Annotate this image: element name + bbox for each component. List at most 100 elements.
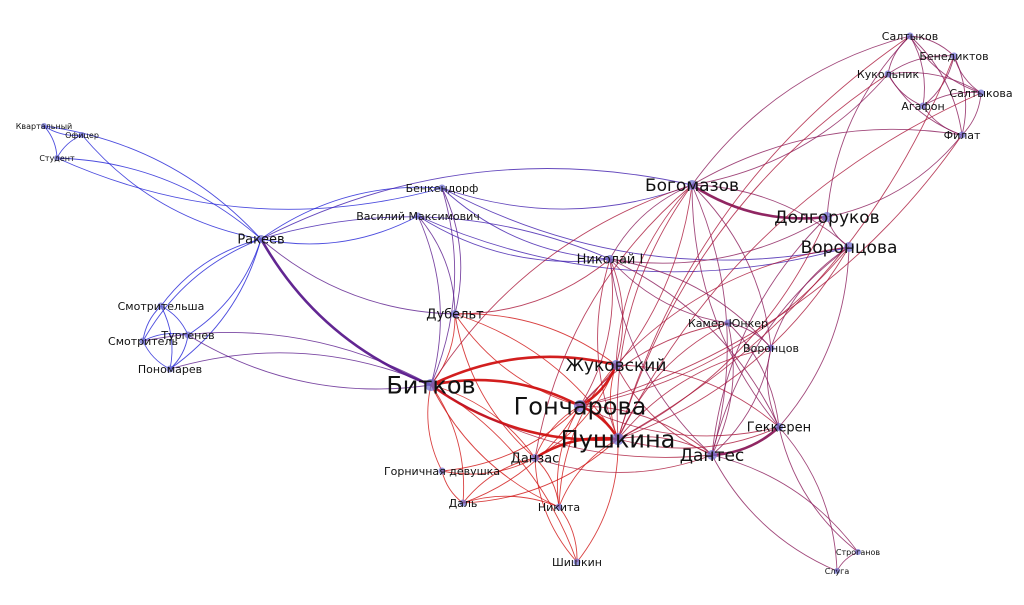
node-label: Ракеев bbox=[237, 233, 284, 248]
node-oficer: Офицер bbox=[65, 131, 99, 140]
edge-bogomazov-danzas bbox=[534, 184, 693, 459]
edge-vasily-nikolai bbox=[417, 215, 611, 262]
node-label: Долгоруков bbox=[774, 208, 879, 228]
edge-ponomarev-bitkov bbox=[169, 352, 432, 386]
node-dolgorukov: Долгоруков bbox=[774, 208, 879, 228]
edge-benediktov-pushkina bbox=[617, 55, 955, 440]
node-label: Дубельт bbox=[426, 308, 484, 323]
node-pushkina: Пушкина bbox=[561, 425, 676, 453]
edge-dantes-stroganov bbox=[711, 454, 859, 553]
edge-pushkina-danzas bbox=[534, 436, 619, 460]
edge-benkendorf-nikolai bbox=[441, 187, 611, 260]
edge-benediktov-kukolnik bbox=[887, 55, 955, 75]
edge-gekkeren-stroganov bbox=[778, 426, 859, 553]
node-dot bbox=[822, 212, 832, 222]
edge-danzas-dal bbox=[462, 457, 536, 504]
edge-dantes-gekkeren bbox=[711, 426, 780, 457]
edge-dubelt-goncharova bbox=[454, 313, 581, 407]
edge-goncharova-nikita bbox=[556, 405, 581, 508]
node-goncharova: Гончарова bbox=[514, 392, 647, 420]
edge-student-benkendorf bbox=[56, 157, 443, 210]
edge-goncharova-gekkeren bbox=[579, 405, 780, 437]
edge-bogomazov-filat bbox=[691, 128, 963, 186]
edge-kvartalny-student bbox=[43, 125, 58, 159]
edge-danzas-nikita bbox=[534, 457, 560, 508]
node-label: Тургенев bbox=[160, 329, 214, 342]
node-dantes: Дантес bbox=[680, 446, 745, 466]
edge-nikolai-kamerjunker bbox=[609, 258, 729, 324]
edge-bitkov-bogomazov bbox=[430, 184, 693, 386]
edge-bitkov-goncharova bbox=[430, 378, 581, 408]
edge-rakeev-smotritelsha bbox=[160, 238, 262, 307]
node-dot bbox=[139, 337, 147, 345]
node-sluga: Слуга bbox=[825, 567, 850, 576]
node-dot bbox=[950, 52, 958, 60]
node-label: Гончарова bbox=[514, 392, 647, 420]
node-dot bbox=[844, 242, 854, 252]
edge-filat-goncharova bbox=[579, 134, 963, 407]
edge-bogomazov-gekkeren bbox=[691, 184, 780, 428]
node-dot bbox=[606, 255, 614, 263]
node-kvartalny: Квартальный bbox=[16, 122, 73, 131]
edge-zhukovsky-pushkina bbox=[609, 364, 619, 440]
node-benediktov: Бенедиктов bbox=[919, 50, 988, 63]
edge-vorontsov-gekkeren bbox=[766, 347, 780, 428]
node-dal: Даль bbox=[449, 497, 478, 510]
node-label: Воронцов bbox=[743, 342, 799, 355]
node-label: Даль bbox=[449, 497, 478, 510]
edge-nikita-dal bbox=[462, 495, 560, 508]
node-smotritel: Смотритель bbox=[108, 335, 178, 348]
edge-bogomazov-saltykov bbox=[691, 35, 911, 186]
node-dot bbox=[724, 319, 732, 327]
edge-rakeev-benkendorf bbox=[260, 186, 443, 240]
edge-rakeev-turgenev bbox=[187, 238, 262, 336]
edge-goncharova-danzas bbox=[534, 405, 581, 459]
edge-goncharova-dal bbox=[462, 405, 581, 504]
edge-dubelt-zhukovsky bbox=[454, 313, 617, 366]
node-dot bbox=[54, 155, 60, 161]
edge-kvartalny-rakeev bbox=[43, 125, 262, 240]
node-nikita: Никита bbox=[538, 501, 580, 514]
edge-vasily-dubelt bbox=[417, 215, 456, 315]
node-dot bbox=[157, 302, 165, 310]
edge-agafon-filat bbox=[922, 105, 963, 136]
edge-bitkov-zhukovsky bbox=[430, 355, 617, 387]
edge-benkendorf-bitkov bbox=[430, 187, 456, 386]
edge-saltykov-pushkina bbox=[617, 35, 911, 440]
node-label: Бенкендорф bbox=[406, 182, 479, 195]
node-label: Смотритель bbox=[108, 335, 178, 348]
node-zhukovsky: Жуковский bbox=[566, 356, 667, 376]
edge-dubelt-nikolai bbox=[454, 258, 611, 315]
node-student: Студент bbox=[39, 154, 75, 163]
node-vorontsov: Воронцов bbox=[743, 342, 799, 355]
edge-pushkina-shishkin bbox=[576, 438, 619, 563]
node-nikolai: Николай I bbox=[577, 253, 644, 268]
edge-kukolnik-saltykova bbox=[887, 72, 982, 94]
node-label: Воронцова bbox=[801, 238, 898, 258]
node-benkendorf: Бенкендорф bbox=[406, 182, 479, 195]
edge-vasily-bitkov bbox=[417, 215, 441, 386]
node-label: Квартальный bbox=[16, 122, 73, 131]
edge-turgenev-bitkov bbox=[187, 334, 432, 390]
node-label: Строганов bbox=[836, 548, 880, 557]
edge-bogomazov-kukolnik bbox=[691, 73, 889, 186]
edge-student-rakeev bbox=[56, 157, 262, 240]
node-dot bbox=[906, 32, 914, 40]
node-label: Жуковский bbox=[566, 356, 667, 376]
node-label: Филат bbox=[944, 129, 981, 142]
edge-kamerjunker-vorontsov bbox=[727, 322, 772, 349]
node-dot bbox=[855, 549, 861, 555]
node-label: Василий Максимович bbox=[356, 210, 480, 223]
node-shishkin: Шишкин bbox=[552, 556, 602, 569]
edge-bogomazov-dantes bbox=[691, 184, 728, 456]
node-kamerjunker: Камер-Юнкер bbox=[688, 317, 768, 330]
edge-pushkina-gekkeren bbox=[617, 426, 780, 449]
node-label: Пушкина bbox=[561, 425, 676, 453]
edge-saltykova-pushkina bbox=[617, 92, 982, 440]
edge-oficer-rakeev bbox=[81, 134, 262, 240]
edge-kvartalny-oficer bbox=[43, 125, 83, 136]
node-dot bbox=[438, 467, 446, 475]
node-label: Николай I bbox=[577, 253, 644, 268]
edge-zhukovsky-nikita bbox=[558, 364, 617, 508]
